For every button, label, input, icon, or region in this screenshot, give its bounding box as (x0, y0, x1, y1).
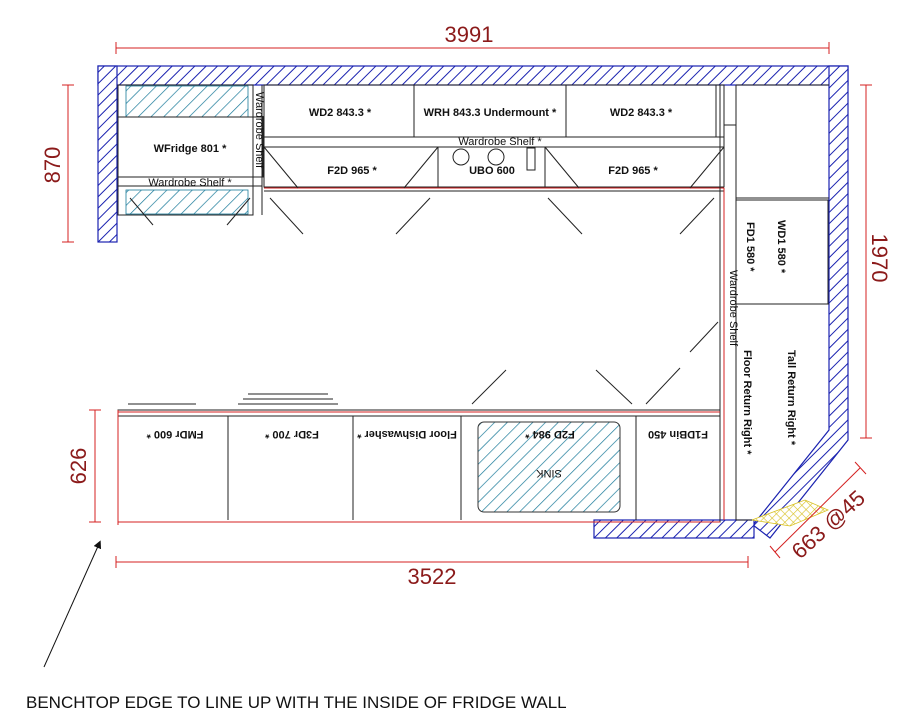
fridge-hatch-bottom (125, 189, 249, 215)
label-wardrobe-shelf-top: Wardrobe Shelf * (458, 136, 542, 148)
label-f2d-sink: F2D 984 * (525, 428, 575, 440)
cooktop-burner-icon (487, 148, 505, 166)
fridge-area: WFridge 801 * Wardrobe Shelf * Wardrobe … (117, 84, 265, 216)
label-f2d-left: F2D 965 * (327, 165, 377, 177)
dim-bottom-left-depth: 626 (66, 448, 91, 485)
note-text: BENCHTOP EDGE TO LINE UP WITH THE INSIDE… (26, 693, 567, 712)
note-arrow-icon (43, 540, 102, 668)
label-wardrobe-shelf-left: Wardrobe Shelf * (148, 177, 232, 189)
label-wrh: WRH 843.3 Undermount * (424, 107, 557, 119)
label-wfridge: WFridge 801 * (154, 143, 227, 155)
wall-left (97, 65, 118, 243)
label-floor-dishwasher: Floor Dishwasher * (356, 428, 456, 440)
corner-hatch (750, 499, 830, 527)
label-wd2-left: WD2 843.3 * (309, 107, 372, 119)
wall-bottom-stub (593, 519, 755, 539)
label-f2d-right: F2D 965 * (608, 165, 658, 177)
wall-right (752, 65, 849, 539)
bottom-cabinets: FMDr 600 * F3Dr 700 * Floor Dishwasher *… (117, 321, 721, 525)
label-fd1: FD1 580 * (744, 222, 756, 272)
cooktop-burner-icon (452, 148, 470, 166)
label-f1dbin: F1DBin 450 (648, 428, 708, 440)
label-wardrobe-shelf-vertical: Wardrobe Shelf (253, 92, 265, 169)
top-wall-cabinets: WD2 843.3 * WRH 843.3 Undermount * WD2 8… (129, 84, 725, 235)
label-wd2-right: WD2 843.3 * (610, 107, 673, 119)
dim-bottom-width: 3522 (408, 564, 457, 589)
benchtop-note: BENCHTOP EDGE TO LINE UP WITH THE INSIDE… (26, 540, 567, 712)
fridge-hatch-top (125, 85, 249, 118)
label-sink: SINK (536, 467, 562, 479)
label-fmdr: FMDr 600 * (146, 428, 204, 440)
label-tall-return-right: Tall Return Right * (785, 350, 797, 446)
wall-top (97, 65, 849, 86)
label-wd1: WD1 580 * (775, 220, 787, 274)
walls (97, 65, 849, 539)
right-cabinets: FD1 580 * WD1 580 * Wardrobe Shelf Floor… (719, 84, 829, 521)
dim-top-width: 3991 (445, 22, 494, 47)
label-ubo: UBO 600 (469, 165, 515, 177)
label-floor-return-right: Floor Return Right * (741, 350, 753, 455)
dim-left-depth: 870 (40, 147, 65, 184)
sink-icon (477, 421, 621, 513)
label-wardrobe-shelf-right: Wardrobe Shelf (727, 270, 739, 347)
dim-right-depth: 1970 (867, 234, 892, 283)
label-f3dr: F3Dr 700 * (264, 428, 319, 440)
